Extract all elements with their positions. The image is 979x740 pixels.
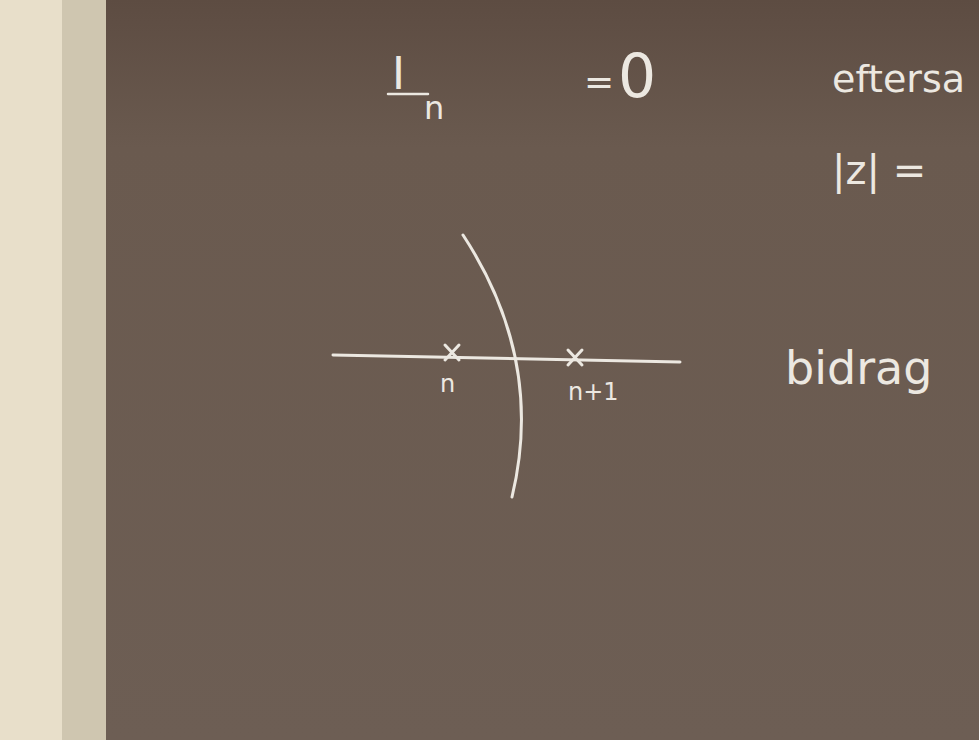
- integral-symbol: I: [392, 52, 405, 96]
- board-surface: [106, 0, 979, 740]
- point-label: n+1: [568, 380, 619, 404]
- note-text: eftersa: [832, 60, 965, 98]
- note-text: bidrag: [785, 345, 932, 391]
- pole-mark: [568, 350, 582, 365]
- modulus-text: |z| =: [832, 150, 926, 190]
- chalk-drawing: [333, 94, 680, 497]
- real-axis: [333, 355, 680, 362]
- point-label: n: [440, 372, 455, 396]
- zero: 0: [618, 46, 656, 106]
- board-frame: [62, 0, 106, 740]
- contour-arc: [463, 235, 521, 497]
- equals-sign: =: [584, 64, 614, 100]
- pole-mark: [445, 345, 459, 360]
- subscript: n: [424, 92, 444, 124]
